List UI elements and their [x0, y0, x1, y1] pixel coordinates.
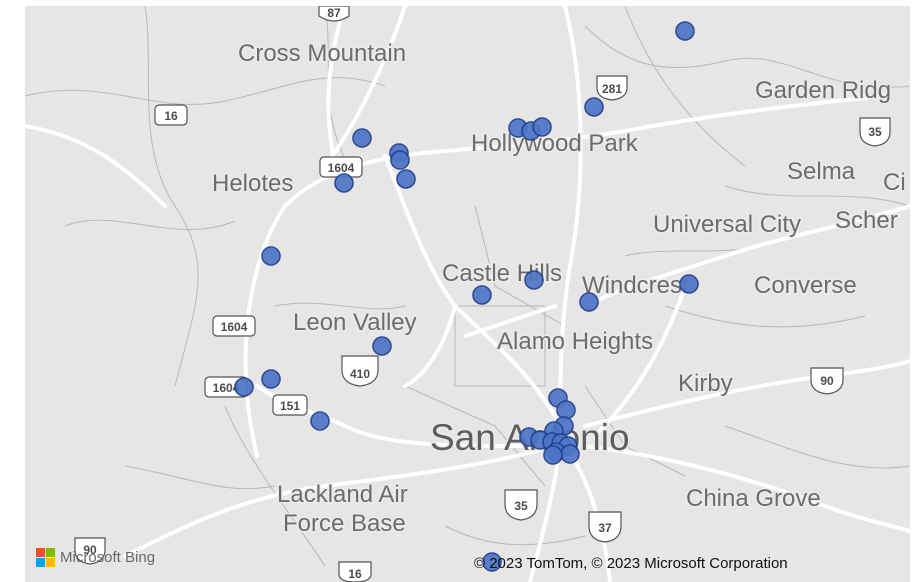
svg-text:1604: 1604: [328, 161, 355, 175]
bing-label: Microsoft Bing: [60, 549, 156, 566]
location-dot-icon[interactable]: [543, 445, 563, 465]
bing-logo[interactable]: Microsoft Bing: [36, 548, 155, 567]
shield-90a: 90: [74, 537, 106, 565]
shield-90b: 90: [810, 367, 844, 395]
shield-16b: 16: [338, 561, 372, 582]
shield-35b: 35: [504, 489, 538, 521]
shield-1604b: 1604: [212, 315, 256, 337]
location-dot-icon[interactable]: [482, 552, 502, 572]
location-dot-icon[interactable]: [234, 377, 254, 397]
label-helotes: Helotes: [212, 170, 293, 197]
label-kirby: Kirby: [678, 370, 733, 397]
shield-16a: 16: [154, 104, 188, 126]
shield-281: 281: [596, 75, 628, 101]
place-labels: Cross Mountain Helotes Hollywood Park Ga…: [211, 39, 908, 539]
svg-text:37: 37: [598, 521, 612, 535]
label-schertz: Scher: [835, 207, 898, 234]
location-dot-icon[interactable]: [679, 274, 699, 294]
shield-37: 37: [588, 511, 622, 543]
label-garden-ridge: Garden Ridg: [755, 77, 891, 104]
label-universal-city: Universal City: [653, 211, 801, 238]
highway-shields: 87 281 16 1604 35 1604 410 1604 151 90 3…: [74, 6, 891, 582]
location-dot-icon[interactable]: [334, 173, 354, 193]
svg-text:1604: 1604: [213, 381, 240, 395]
location-dot-icon[interactable]: [524, 270, 544, 290]
shield-35a: 35: [859, 117, 891, 147]
svg-text:16: 16: [348, 567, 362, 581]
svg-text:410: 410: [350, 367, 370, 381]
location-dot-icon[interactable]: [310, 411, 330, 431]
microsoft-squares-icon: [36, 548, 55, 567]
label-lackland-1: Lackland Air: [277, 481, 408, 508]
shield-151: 151: [272, 394, 308, 416]
location-dot-icon[interactable]: [584, 97, 604, 117]
svg-text:281: 281: [602, 82, 622, 96]
svg-text:90: 90: [820, 374, 834, 388]
label-selma: Selma: [787, 158, 856, 185]
label-ci: Ci: [883, 169, 906, 196]
location-dot-icon[interactable]: [532, 117, 552, 137]
label-converse: Converse: [754, 272, 857, 299]
location-dot-icon[interactable]: [579, 292, 599, 312]
label-china-grove: China Grove: [686, 485, 821, 512]
location-markers[interactable]: [234, 21, 699, 572]
label-cross-mountain: Cross Mountain: [238, 40, 406, 67]
label-alamo-heights: Alamo Heights: [497, 328, 653, 355]
shield-1604a: 1604: [319, 156, 363, 178]
svg-text:87: 87: [327, 6, 341, 20]
label-hollywood-park: Hollywood Park: [471, 130, 639, 157]
location-dot-icon[interactable]: [390, 150, 410, 170]
location-dot-icon[interactable]: [261, 246, 281, 266]
copyright-text: © 2023 TomTom, © 2023 Microsoft Corporat…: [474, 555, 788, 572]
svg-text:151: 151: [280, 399, 300, 413]
map-canvas[interactable]: 87 281 16 1604 35 1604 410 1604 151 90 3…: [25, 6, 910, 582]
location-dot-icon[interactable]: [675, 21, 695, 41]
label-windcrest: Windcrest: [582, 272, 689, 299]
map-svg: 87 281 16 1604 35 1604 410 1604 151 90 3…: [25, 6, 910, 582]
location-dot-icon[interactable]: [352, 128, 372, 148]
location-dot-icon[interactable]: [261, 369, 281, 389]
svg-text:16: 16: [164, 109, 178, 123]
shield-410: 410: [341, 355, 379, 387]
label-lackland-2: Force Base: [283, 510, 406, 537]
location-dot-icon[interactable]: [372, 336, 392, 356]
shield-87: 87: [318, 6, 350, 22]
label-leon-valley: Leon Valley: [293, 309, 417, 336]
location-dot-icon[interactable]: [560, 444, 580, 464]
svg-text:35: 35: [868, 125, 882, 139]
major-roads: [25, 6, 910, 582]
svg-text:1604: 1604: [221, 320, 248, 334]
svg-text:35: 35: [514, 499, 528, 513]
location-dot-icon[interactable]: [396, 169, 416, 189]
svg-text:90: 90: [83, 543, 97, 557]
label-castle-hills: Castle Hills: [442, 260, 562, 287]
minor-roads: [25, 6, 910, 567]
location-dot-icon[interactable]: [472, 285, 492, 305]
location-dot-icon[interactable]: [556, 400, 576, 420]
